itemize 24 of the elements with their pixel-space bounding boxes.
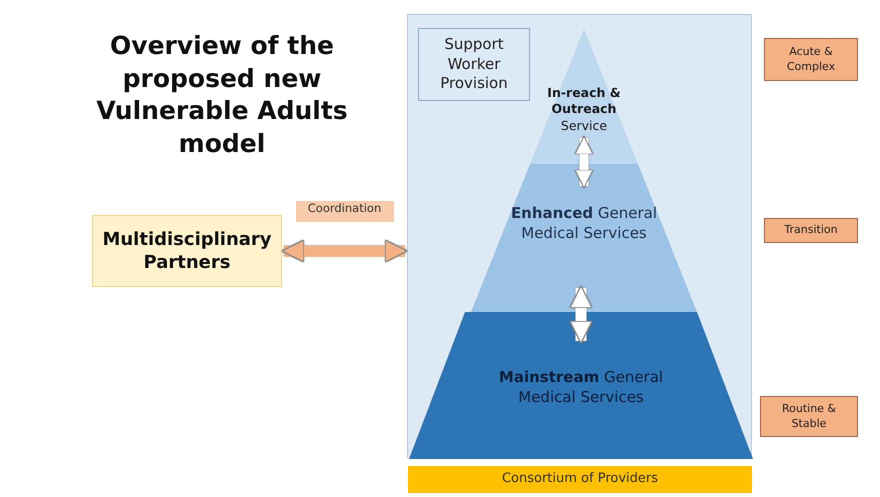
pyramid-tier [530, 29, 638, 164]
support-box [418, 28, 530, 101]
node-label: Acute & Complex [786, 45, 836, 74]
node-label: Routine & Stable [780, 402, 838, 431]
node-label: Consortium of Providers [500, 471, 660, 488]
double-arrow [569, 285, 593, 344]
node-label: In-reach & Outreach Service [546, 85, 622, 134]
diagram-title: Overview of the proposed new Vulnerable Adults model [95, 30, 349, 160]
double-arrow [574, 136, 594, 188]
pyramid-tier [471, 164, 697, 312]
node-label: Enhanced General Medical Services [510, 204, 658, 243]
level-tag [764, 38, 858, 81]
node-label: Multidisciplinary Partners [101, 228, 273, 274]
base-bar [408, 466, 752, 493]
level-tag [760, 396, 858, 437]
pyramid-tier [409, 312, 753, 459]
node-label: Mainstream General Medical Services [498, 368, 664, 407]
partner-box [92, 215, 282, 287]
double-arrow [281, 239, 408, 263]
edge-label: Coordination [296, 201, 394, 222]
node-label: Transition [783, 223, 839, 238]
node-label: Support Worker Provision [439, 35, 509, 94]
level-tag [764, 218, 858, 243]
model-panel [407, 14, 752, 458]
